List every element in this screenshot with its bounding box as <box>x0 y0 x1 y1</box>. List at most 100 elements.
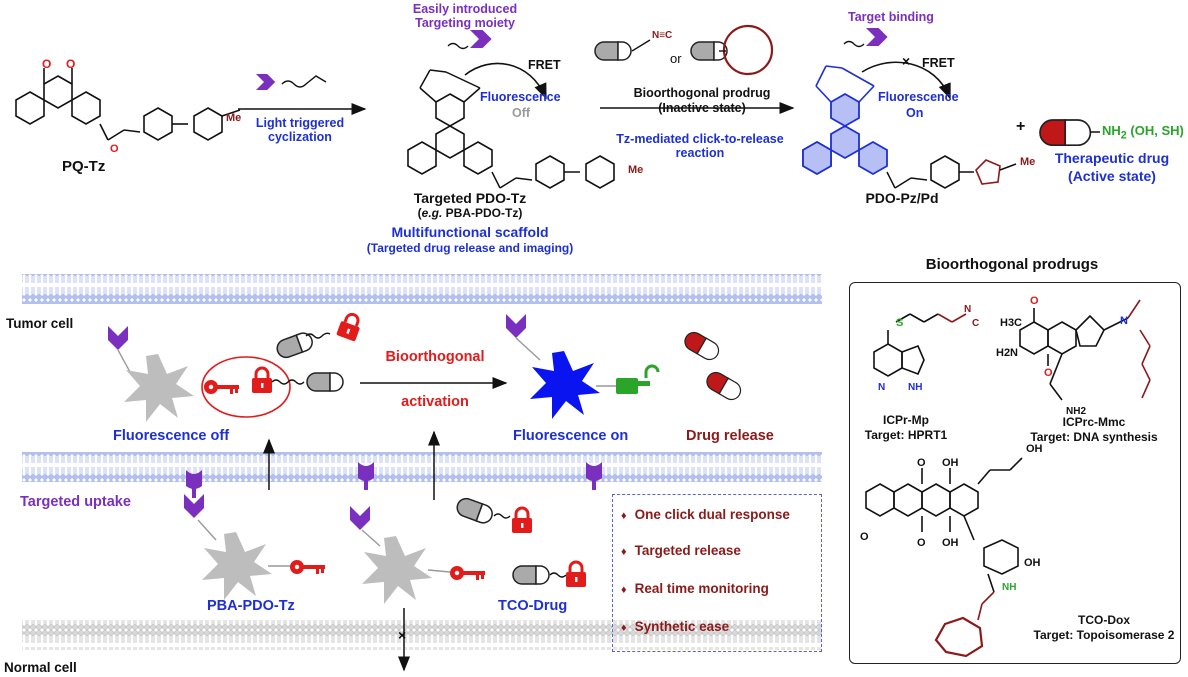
nh2-subscript: 2 <box>1120 129 1127 142</box>
tco-dox-name: TCO-Dox <box>1078 613 1130 627</box>
targeted-pdo-tz-structure <box>407 42 615 189</box>
floating-lock-icon <box>334 309 366 344</box>
fret-blocked-icon: × <box>902 53 910 69</box>
targeted-pdo-tz-label: Targeted PDO-Tz <box>413 190 527 206</box>
pq-tz-label: PQ-Tz <box>62 158 106 175</box>
icpr-mp-name: ICPr-Mp <box>883 413 929 427</box>
icpr-n-atom: N <box>878 382 885 393</box>
blocked-uptake-icon: × <box>398 627 406 643</box>
multifunctional-label: Multifunctional scaffold <box>391 224 549 240</box>
targeting-chevron-icon <box>256 74 276 90</box>
pq-o-1: O <box>42 57 51 71</box>
icpr-nc-n: N <box>964 304 971 315</box>
pdo-targeting-chevron-icon <box>470 30 492 48</box>
fluorescence-on-label: Fluorescence <box>878 90 959 104</box>
key-point-3-text: Real time monitoring <box>634 581 769 596</box>
upper-lock-icon <box>250 366 274 395</box>
lower-key-icon-1 <box>290 560 325 574</box>
pz-me: Me <box>1020 156 1036 168</box>
dox-o-1: O <box>917 457 926 469</box>
upper-targeting-chevron-icon <box>108 326 128 350</box>
fret-label-1: FRET <box>528 58 561 72</box>
dox-ome: O <box>860 531 869 543</box>
fret-arrow-1 <box>464 62 547 100</box>
tz-me-2: Me <box>628 164 644 176</box>
on-label: On <box>906 106 924 120</box>
off-label: Off <box>512 106 531 120</box>
pq-o-2: O <box>66 57 75 71</box>
plus-sign: + <box>1016 118 1026 135</box>
drug-release-label: Drug release <box>686 428 774 444</box>
targeting-title: Easily introduced Targeting moiety <box>412 2 518 31</box>
receptor-2 <box>358 462 374 490</box>
tco-dox-structure <box>865 457 1023 658</box>
mmc-nh2: NH2 <box>1066 406 1086 417</box>
tco-capsule-icon-2 <box>512 565 550 585</box>
reaction-highlight-ellipse <box>201 356 291 418</box>
prodrugs-panel <box>849 282 1181 664</box>
active-state-label: (Active state) <box>1068 168 1156 184</box>
unlocked-icon <box>616 364 660 394</box>
key-point-2-text: Targeted release <box>634 543 741 558</box>
released-capsule-icon-1 <box>681 328 723 364</box>
pq-tz-structure <box>15 68 241 141</box>
key-point-1: ♦ One click dual response <box>621 507 790 522</box>
tco-lock-icon-1 <box>510 506 534 535</box>
icpr-mp-target: Target: HPRT1 <box>864 428 948 442</box>
step2-label: Tz-mediated click-to-release reaction <box>616 132 784 161</box>
tz-me-1: Me <box>226 112 242 124</box>
receptor-3 <box>586 462 602 490</box>
icprc-mmc-target: Target: DNA synthesis <box>1030 430 1158 444</box>
mmc-n-atom: N <box>1120 315 1128 327</box>
nh2-tail: (OH, SH) <box>1126 123 1184 138</box>
key-point-4: ♦ Synthetic ease <box>621 619 729 634</box>
targeted-uptake-label: Targeted uptake <box>20 494 131 510</box>
mmc-h3c: H3C <box>1000 317 1022 329</box>
tumor-cell-label: Tumor cell <box>6 316 74 331</box>
nh2-main: NH <box>1102 123 1121 138</box>
diamond-bullet-icon: ♦ <box>621 546 627 558</box>
dox-oh-3: OH <box>1024 557 1041 569</box>
mmc-h2n: H2N <box>996 347 1018 359</box>
target-binding-label: Target binding <box>848 10 934 24</box>
vinyl-linker <box>281 75 327 88</box>
dox-oh-2: OH <box>942 537 959 549</box>
eg-rest: PBA-PDO-Tz) <box>442 206 523 220</box>
pdo-pz-structure <box>802 40 1017 189</box>
tco-lock-icon-2 <box>564 560 588 589</box>
prodrugs-title: Bioorthogonal prodrugs <box>925 256 1099 273</box>
lower-key-icon-2 <box>450 566 485 580</box>
eg-label: (e.g. PBA-PDO-Tz) <box>417 206 523 220</box>
key-point-3: ♦ Real time monitoring <box>621 581 769 596</box>
or-label: or <box>670 51 682 66</box>
icpr-nh-atom: NH <box>908 382 922 393</box>
released-capsule-icon-2 <box>703 368 745 404</box>
step1-label: Light triggered cyclization <box>255 116 345 145</box>
diamond-bullet-icon: ♦ <box>621 510 627 522</box>
diamond-bullet-icon: ♦ <box>621 584 627 596</box>
lower-targeting-chevron-icon-2 <box>350 506 370 530</box>
nh2-group: NH2 (OH, SH) <box>1102 123 1184 142</box>
isocyanide-label: N≡C <box>652 30 673 41</box>
prodrug-capsule-icon-1 <box>594 41 632 61</box>
icpr-s-atom: S <box>896 317 903 329</box>
key-point-1-text: One click dual response <box>634 507 790 522</box>
therapeutic-drug-label: Therapeutic drug <box>1054 150 1170 166</box>
upper-key-icon <box>204 380 239 394</box>
bioorthogonal-label: Bioorthogonal <box>385 349 485 365</box>
icpr-nc-c: C <box>972 318 979 329</box>
therapeutic-capsule-icon <box>1039 119 1092 147</box>
pba-pdo-tz-label: PBA-PDO-Tz <box>207 598 295 614</box>
fret-arrow-2 <box>861 61 951 100</box>
dox-oh-1: OH <box>942 457 959 469</box>
normal-membrane <box>22 620 822 650</box>
key-point-4-text: Synthetic ease <box>634 619 730 634</box>
bound-targeting-chevron-icon <box>866 28 888 46</box>
diamond-bullet-icon: ♦ <box>621 622 627 634</box>
dox-nh: NH <box>1002 582 1016 593</box>
blue-burst-on-icon <box>530 351 600 419</box>
lower-burst-icon-1 <box>202 532 272 600</box>
mmc-o-2: O <box>1044 367 1053 379</box>
tumor-membrane-bottom <box>22 452 822 482</box>
